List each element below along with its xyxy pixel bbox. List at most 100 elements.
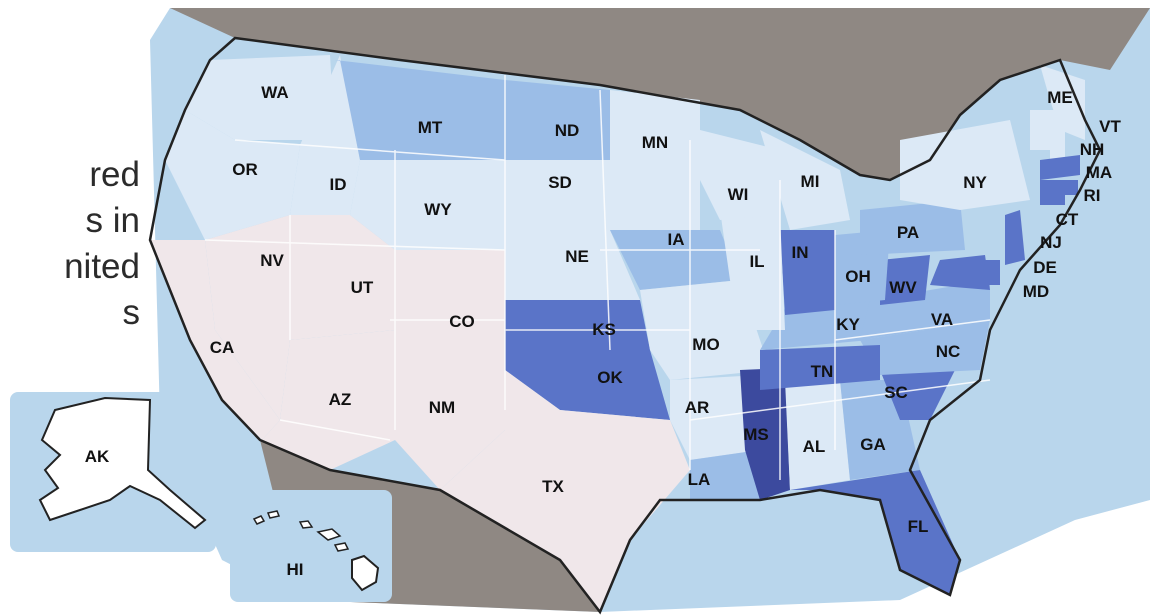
state-region-co [395, 250, 505, 330]
state-label-ky: KY [836, 315, 860, 334]
state-region-vt [1030, 110, 1050, 150]
state-region-ma [1040, 155, 1080, 180]
state-region-ut [290, 215, 395, 340]
state-region-ct [1040, 180, 1065, 205]
state-region-wi [700, 130, 780, 220]
state-label-nm: NM [429, 398, 455, 417]
state-label-mt: MT [418, 118, 443, 137]
hawaii-island-big [351, 554, 380, 592]
hawaii-island [252, 515, 266, 525]
state-label-ri: RI [1084, 186, 1101, 205]
state-label-wy: WY [424, 200, 452, 219]
us-outline [148, 36, 1102, 615]
state-label-in: IN [792, 243, 809, 262]
state-label-mn: MN [642, 133, 668, 152]
state-region-ny [900, 120, 1030, 210]
state-label-pa: PA [897, 223, 919, 242]
state-label-va: VA [931, 310, 953, 329]
state-region-nc [860, 320, 990, 375]
state-label-mo: MO [692, 335, 719, 354]
state-label-ct: CT [1056, 210, 1079, 229]
state-label-ga: GA [860, 435, 886, 454]
state-label-nd: ND [555, 121, 580, 140]
hawaii-island [266, 510, 281, 519]
state-region-wa [185, 55, 335, 140]
state-label-tx: TX [542, 477, 564, 496]
state-label-ia: IA [668, 230, 685, 249]
state-label-de: DE [1033, 258, 1057, 277]
state-label-md: MD [1023, 282, 1049, 301]
state-region-nm [395, 330, 505, 490]
state-region-in [780, 230, 835, 315]
state-region-mt [335, 60, 505, 160]
state-label-fl: FL [908, 517, 929, 536]
state-borders [204, 75, 991, 480]
state-label-nc: NC [936, 342, 961, 361]
state-region-ks [505, 300, 650, 350]
state-label-tn: TN [811, 362, 834, 381]
state-labels: WAORCANVIDMTWYUTAZCONMNDSDNEKSOKTXMNIAMO… [210, 83, 1122, 536]
state-label-ca: CA [210, 338, 235, 357]
state-label-or: OR [232, 160, 258, 179]
state-label-ne: NE [565, 247, 589, 266]
state-region-il [720, 210, 785, 330]
state-region-ok [505, 350, 670, 420]
side-caption-line: red [89, 155, 140, 194]
state-label-sc: SC [884, 383, 908, 402]
state-region-ms [740, 368, 790, 500]
hawaii-island [333, 542, 350, 552]
state-label-al: AL [803, 437, 826, 456]
inset-label-hi: HI [287, 560, 304, 579]
state-region-ar [670, 375, 760, 460]
state-region-ia [610, 230, 740, 290]
state-region-pa [860, 200, 965, 255]
state-label-ok: OK [597, 368, 623, 387]
state-label-wi: WI [728, 185, 749, 204]
state-region-ca [150, 240, 280, 440]
state-label-co: CO [449, 312, 475, 331]
hawaii-inset: HI [230, 490, 392, 602]
state-region-al [785, 380, 850, 490]
hawaii-island [298, 520, 314, 529]
hawaii-island [316, 528, 342, 541]
state-label-nj: NJ [1040, 233, 1062, 252]
state-label-az: AZ [329, 390, 352, 409]
state-region-me [1040, 65, 1085, 140]
state-label-ms: MS [743, 425, 769, 444]
state-region-de [985, 260, 1000, 285]
state-label-mi: MI [801, 172, 820, 191]
state-region-nj [1005, 210, 1025, 265]
state-region-nv [205, 215, 290, 420]
state-label-il: IL [749, 252, 764, 271]
state-label-ks: KS [592, 320, 616, 339]
side-caption: red s in nited s [0, 152, 140, 336]
state-region-md [930, 255, 990, 290]
state-label-vt: VT [1099, 117, 1121, 136]
state-region-id [290, 55, 360, 215]
state-region-fl [790, 470, 960, 595]
side-caption-line: s in [85, 201, 140, 240]
state-region-nd [505, 80, 610, 160]
state-label-nh: NH [1080, 140, 1105, 159]
state-label-me: ME [1047, 88, 1073, 107]
state-label-oh: OH [845, 267, 871, 286]
alaska-shape [38, 396, 207, 530]
state-label-ma: MA [1086, 163, 1112, 182]
state-label-ar: AR [685, 398, 710, 417]
canada-land [170, 8, 1150, 180]
alaska-inset: AK [10, 392, 216, 552]
state-region-va [860, 280, 990, 340]
state-region-mn [610, 90, 700, 230]
state-label-ny: NY [963, 173, 987, 192]
state-region-tn [760, 345, 880, 390]
state-label-la: LA [688, 470, 711, 489]
state-label-ut: UT [351, 278, 374, 297]
state-region-mi [760, 130, 850, 230]
state-label-sd: SD [548, 173, 572, 192]
inset-label-ak: AK [85, 447, 110, 466]
state-region-tx [440, 370, 690, 612]
state-region-la [690, 450, 760, 500]
state-region-wv [880, 255, 930, 305]
state-region-ri [1065, 180, 1078, 195]
